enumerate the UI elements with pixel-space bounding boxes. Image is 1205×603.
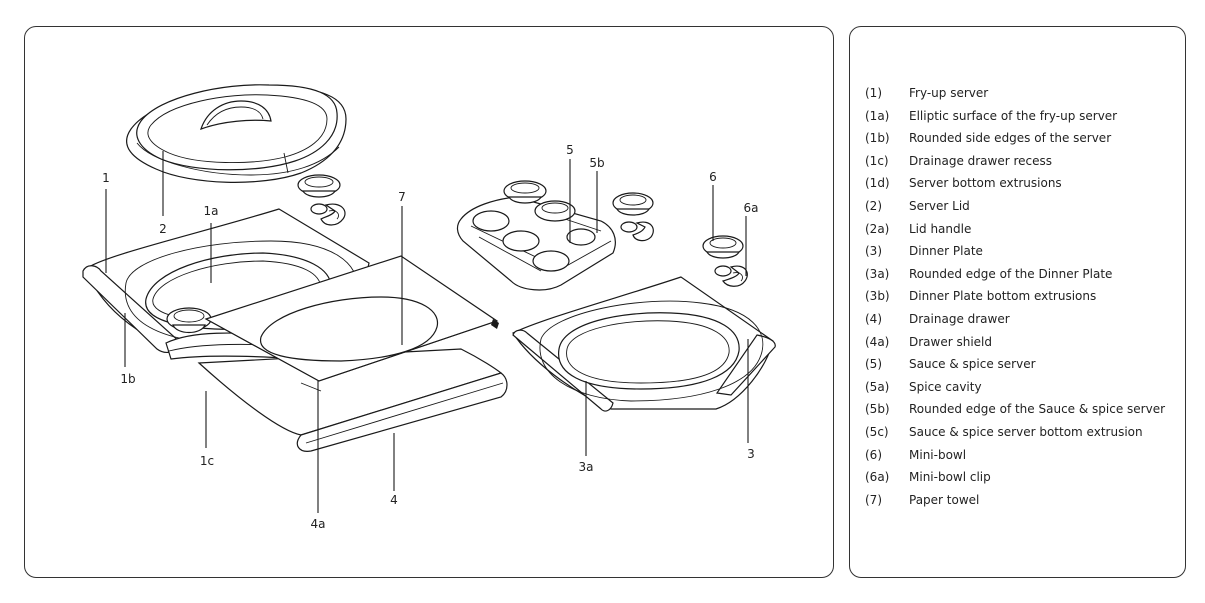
mini-bowl-set-1 [297,174,346,226]
legend-text: Server bottom extrusions [909,176,1062,191]
legend-code: (4a) [865,334,890,349]
legend-text: Drainage drawer [909,311,1010,326]
legend-code: (6) [865,447,882,462]
dinner-plate [512,276,776,412]
leader-lines [105,151,749,513]
callout-4: 4 [390,493,398,507]
legend-code: (5c) [865,424,889,439]
legend-text: Rounded edge of the Sauce & spice server [909,402,1166,417]
legend-code: (1d) [865,176,890,191]
legend-text: Mini-bowl [909,447,967,462]
callout-1c: 1c [200,454,214,468]
legend-item: (2a) Lid handle [865,218,1165,241]
legend-text: Rounded side edges of the server [909,131,1112,146]
legend-code: (3b) [865,289,890,304]
legend-item: (5b) Rounded edge of the Sauce & spice se… [865,398,1165,421]
callout-5: 5 [566,143,574,157]
legend-code: (2) [865,198,882,213]
legend-code: (5) [865,357,882,372]
paper-towel [204,255,499,392]
legend-code: (7) [865,492,882,507]
legend-text: Fry-up server [909,86,989,100]
legend-item: (6) Mini-bowl [865,444,1165,467]
legend-item: (3b) Dinner Plate bottom extrusions [865,285,1165,308]
legend-item: (1d) Server bottom extrusions [865,172,1165,195]
legend-text: Sauce & spice server bottom extrusion [909,424,1143,439]
legend-item: (4a) Drawer shield [865,331,1165,354]
legend-text: Drawer shield [909,334,992,349]
callout-1b: 1b [120,372,135,386]
lid-handle [200,100,272,130]
callout-4a: 4a [311,517,326,531]
exploded-view-drawing: 1 1a 1b 1c 2 7 4a 4 5 5b 6 6a 3 3a [82,84,776,531]
legend-text: Mini-bowl clip [909,470,991,485]
legend-text: Drainage drawer recess [909,153,1053,168]
mini-bowl-set-2 [503,180,654,242]
legend-code: (3a) [865,266,890,281]
legend-code: (1) [865,86,882,100]
mini-bowl-set-3 [702,235,748,287]
legend-text: Spice cavity [909,379,982,394]
legend-item: (5) Sauce & spice server [865,353,1165,376]
callout-labels: 1 1a 1b 1c 2 7 4a 4 5 5b 6 6a 3 3a [102,143,758,531]
sauce-spice-server [456,196,616,291]
legend-item: (5c) Sauce & spice server bottom extrusio… [865,421,1165,444]
callout-5b: 5b [589,156,604,170]
mini-bowl-on-server [166,307,212,334]
legend-item: (3a) Rounded edge of the Dinner Plate [865,263,1165,286]
legend-text: Paper towel [909,492,980,507]
legend-text: Elliptic surface of the fry-up server [909,108,1118,123]
legend-text: Rounded edge of the Dinner Plate [909,266,1113,281]
callout-6: 6 [709,170,717,184]
server-lid [126,84,347,183]
legend-item: (3) Dinner Plate [865,240,1165,263]
legend-code: (6a) [865,470,890,485]
legend-code: (1a) [865,108,890,123]
callout-7: 7 [398,190,406,204]
legend-item: (1a) Elliptic surface of the fry-up serve… [865,105,1165,128]
callout-3: 3 [747,447,755,461]
legend-code: (2a) [865,221,890,236]
legend-text: Lid handle [909,221,972,236]
legend-code: (5b) [865,402,890,417]
legend-item: (4) Drainage drawer [865,308,1165,331]
legend-list: (1) Fry-up server (1a) Elliptic surface of… [865,82,1165,511]
drawing-panel: 1 1a 1b 1c 2 7 4a 4 5 5b 6 6a 3 3a [24,26,834,578]
legend-code: (3) [865,244,882,259]
drainage-drawer [197,348,508,452]
legend-item: (2) Server Lid [865,195,1165,218]
legend-panel: (1) Fry-up server (1a) Elliptic surface of… [849,26,1186,578]
legend-code: (1c) [865,153,889,168]
callout-2: 2 [159,222,167,236]
callout-6a: 6a [744,201,759,215]
legend-item: (5a) Spice cavity [865,376,1165,399]
legend-text: Dinner Plate [909,244,983,259]
callout-1: 1 [102,171,110,185]
legend-item: (1c) Drainage drawer recess [865,150,1165,173]
legend-item: (7) Paper towel [865,489,1165,512]
legend-item: (1) Fry-up server [865,82,1165,105]
callout-3a: 3a [579,460,594,474]
legend-code: (5a) [865,379,890,394]
callout-1a: 1a [204,204,219,218]
legend-text: Sauce & spice server [909,357,1036,372]
legend-text: Dinner Plate bottom extrusions [909,289,1097,304]
legend-code: (4) [865,311,882,326]
legend-code: (1b) [865,131,890,146]
legend-item: (1b) Rounded side edges of the server [865,127,1165,150]
legend-item: (6a) Mini-bowl clip [865,466,1165,489]
legend-text: Server Lid [909,198,970,213]
